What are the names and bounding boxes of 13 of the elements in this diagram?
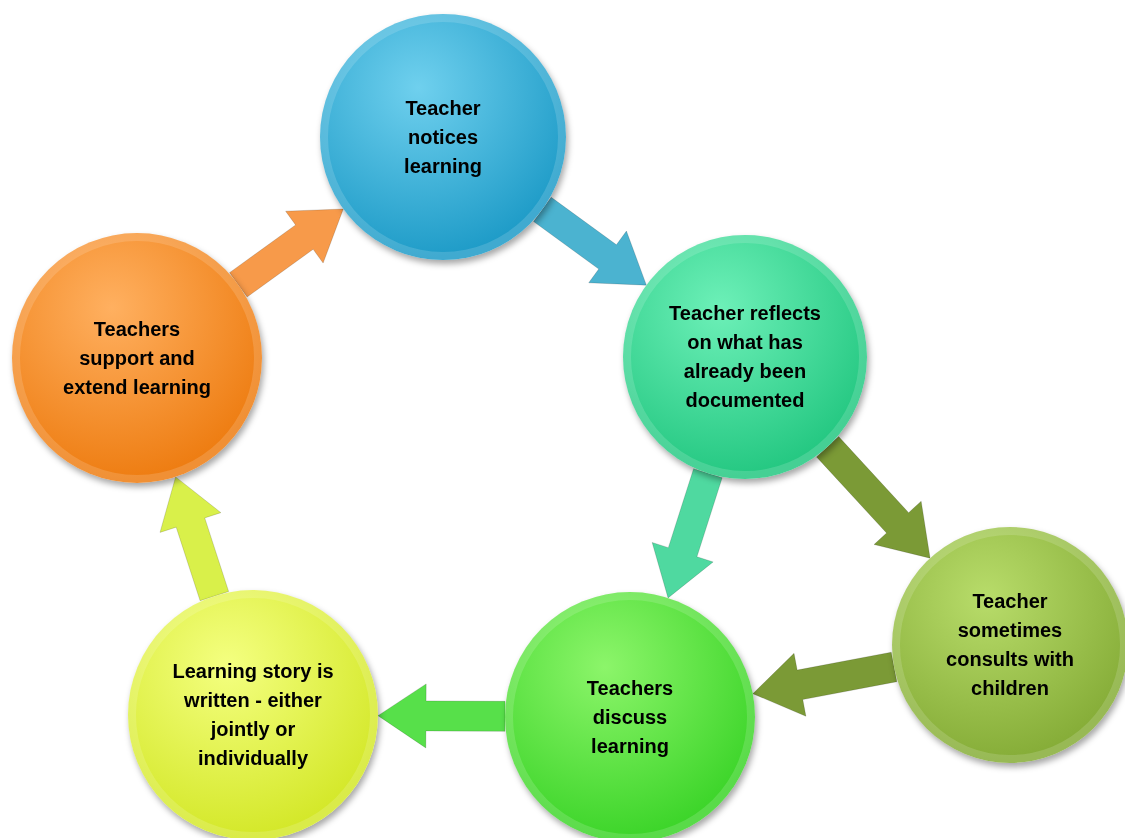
- block-arrow: [159, 476, 230, 602]
- node-label: Teachers support and extend learning: [62, 316, 212, 400]
- block-arrow: [816, 436, 931, 559]
- node-label: Teacher sometimes consults with children: [945, 589, 1075, 701]
- block-arrow: [651, 468, 723, 599]
- node-label: Teacher notices learning: [403, 95, 483, 179]
- block-arrow: [377, 683, 506, 749]
- node-label: Learning story is written - either jointly or individually: [171, 659, 335, 771]
- node-label: Teachers discuss learning: [585, 675, 675, 759]
- node-label: Teacher reflects on what has already been documented: [668, 301, 822, 413]
- block-arrow: [229, 208, 344, 298]
- block-arrow: [752, 651, 898, 717]
- block-arrow: [533, 196, 647, 286]
